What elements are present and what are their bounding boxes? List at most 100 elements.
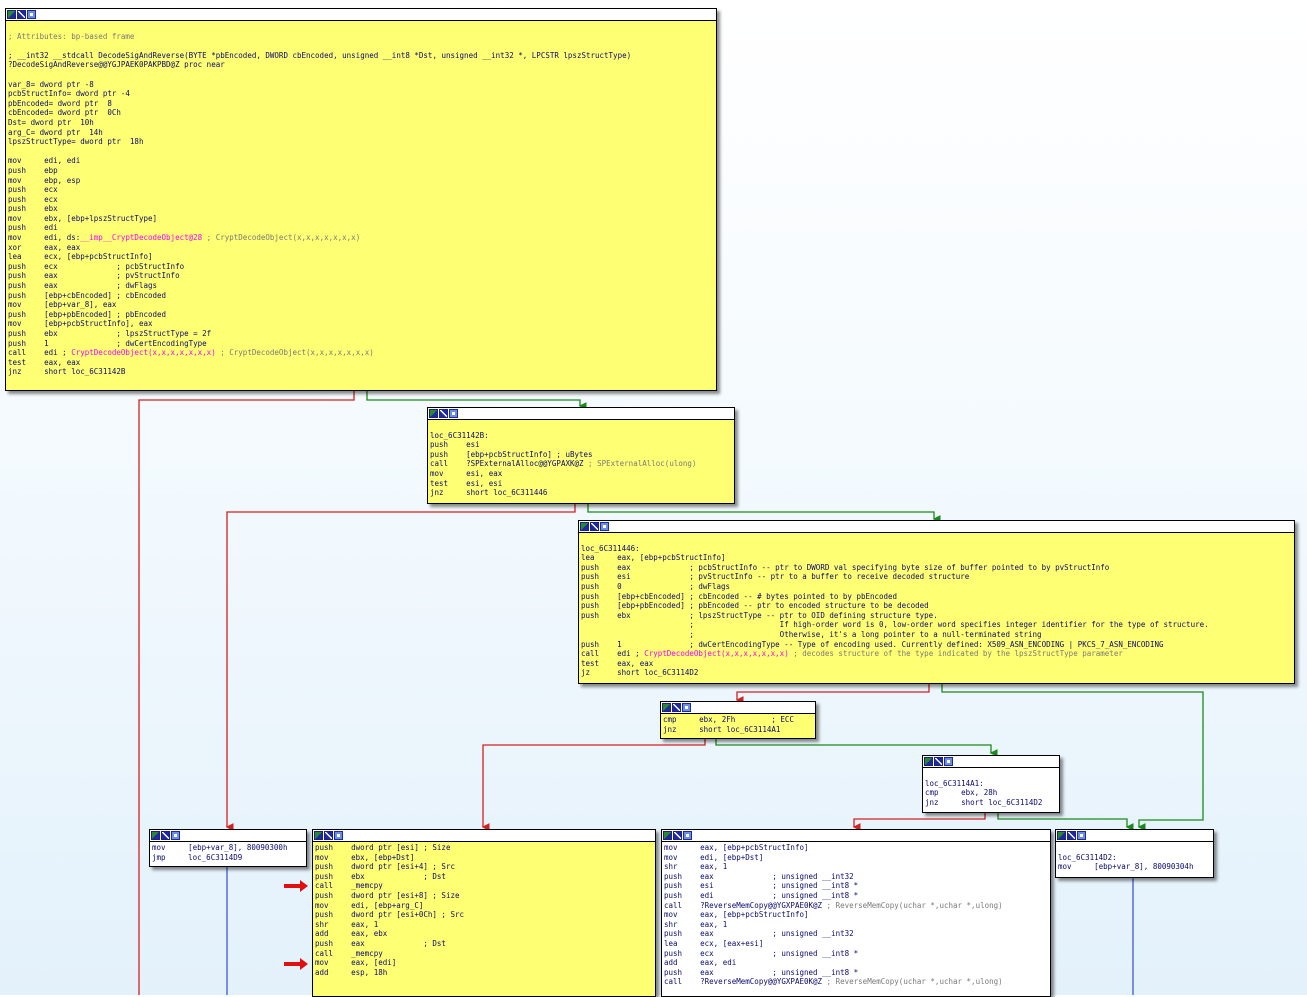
asm-line[interactable]: push [ebp+pbEncoded] ; pbEncoded -- ptr …	[581, 601, 1292, 611]
asm-line[interactable]: push [ebp+cbEncoded] ; cbEncoded -- # by…	[581, 592, 1292, 602]
asm-line[interactable]: push ebx ; lpszStructType = 2f	[8, 329, 714, 339]
asm-line[interactable]: test esi, esi	[430, 479, 732, 489]
asm-line[interactable]: jnz short loc_6C31142B	[8, 367, 714, 377]
graph-group-icon[interactable]	[334, 831, 343, 840]
asm-line[interactable]: push dword ptr [esi+8] ; Size	[315, 891, 653, 901]
graph-color-icon[interactable]	[924, 757, 933, 766]
asm-line[interactable]: mov ebx, [ebp+lpszStructType]	[8, 214, 714, 224]
node-titlebar[interactable]	[661, 702, 815, 714]
asm-line[interactable]: call edi ; CryptDecodeObject(x,x,x,x,x,x…	[581, 649, 1292, 659]
asm-line[interactable]: mov ebx, [ebp+Dst]	[315, 853, 653, 863]
graph-color-icon[interactable]	[7, 10, 16, 19]
graph-group-icon[interactable]	[682, 703, 691, 712]
asm-line[interactable]: loc_6C3114A1:	[925, 779, 1057, 789]
asm-line[interactable]	[925, 769, 1057, 779]
asm-line[interactable]: add esp, 18h	[315, 968, 653, 978]
asm-line[interactable]: loc_6C31142B:	[430, 431, 732, 441]
asm-line[interactable]: push esi	[430, 440, 732, 450]
graph-edit-icon[interactable]	[17, 10, 26, 19]
asm-line[interactable]: mov edi, [ebp+arg_C]	[315, 901, 653, 911]
graph-edit-icon[interactable]	[161, 831, 170, 840]
asm-line[interactable]	[430, 421, 732, 431]
asm-line[interactable]: mov [ebp+var_8], 80090304h	[1058, 862, 1211, 872]
asm-line[interactable]	[8, 147, 714, 157]
asm-line[interactable]	[8, 70, 714, 80]
asm-line[interactable]: mov edi, edi	[8, 156, 714, 166]
asm-line[interactable]: jnz short loc_6C3114A1	[663, 725, 813, 735]
asm-line[interactable]: mov edi, [ebp+Dst]	[664, 853, 1048, 863]
asm-line[interactable]: push eax ; Dst	[315, 939, 653, 949]
node-titlebar[interactable]	[1056, 830, 1213, 842]
node-titlebar[interactable]	[579, 521, 1294, 533]
graph-edit-icon[interactable]	[934, 757, 943, 766]
asm-line[interactable]: push edi ; unsigned __int8 *	[664, 891, 1048, 901]
asm-line[interactable]: push edi	[8, 223, 714, 233]
asm-line[interactable]: jz short loc_6C3114D2	[581, 668, 1292, 678]
code-block-reverse-mem-copy[interactable]: mov eax, [ebp+pcbStructInfo]mov edi, [eb…	[661, 829, 1051, 997]
asm-line[interactable]: ?DecodeSigAndReverse@@YGJPAEK0PAKPBD@Z p…	[8, 60, 714, 70]
asm-line[interactable]: shr eax, 1	[315, 920, 653, 930]
graph-group-icon[interactable]	[27, 10, 36, 19]
asm-line[interactable]: push ebx	[8, 204, 714, 214]
asm-line[interactable]: lea ecx, [eax+esi]	[664, 939, 1048, 949]
asm-line[interactable]: xor eax, eax	[8, 243, 714, 253]
asm-line[interactable]: push ecx	[8, 195, 714, 205]
graph-edit-icon[interactable]	[672, 703, 681, 712]
asm-line[interactable]: mov [ebp+var_8], 80090300h	[152, 843, 304, 853]
node-titlebar[interactable]	[150, 830, 306, 842]
asm-line[interactable]: push esi ; pvStructInfo -- ptr to a buff…	[581, 572, 1292, 582]
asm-line[interactable]: jmp loc_6C3114D9	[152, 853, 304, 863]
graph-color-icon[interactable]	[1057, 831, 1066, 840]
asm-line[interactable]: push ebx ; lpszStructType -- ptr to OID …	[581, 611, 1292, 621]
asm-line[interactable]: mov eax, [edi]	[315, 958, 653, 968]
graph-color-icon[interactable]	[314, 831, 323, 840]
asm-line[interactable]: call ?SPExternalAlloc@@YGPAXK@Z ; SPExte…	[430, 459, 732, 469]
asm-line[interactable]: jnz short loc_6C311446	[430, 488, 732, 498]
graph-color-icon[interactable]	[663, 831, 672, 840]
asm-line[interactable]: push eax ; unsigned __int32	[664, 872, 1048, 882]
graph-edit-icon[interactable]	[439, 409, 448, 418]
asm-line[interactable]: add eax, edi	[664, 958, 1048, 968]
asm-line[interactable]: pbEncoded= dword ptr 8	[8, 99, 714, 109]
node-titlebar[interactable]	[662, 830, 1050, 842]
asm-line[interactable]: call edi ; CryptDecodeObject(x,x,x,x,x,x…	[8, 348, 714, 358]
asm-line[interactable]: push [ebp+pcbStructInfo] ; uBytes	[430, 450, 732, 460]
asm-line[interactable]: mov eax, [ebp+pcbStructInfo]	[664, 843, 1048, 853]
asm-line[interactable]: lea eax, [ebp+pcbStructInfo]	[581, 553, 1292, 563]
asm-line[interactable]: cmp ebx, 2Fh ; ECC	[663, 715, 813, 725]
asm-line[interactable]: cmp ebx, 28h	[925, 788, 1057, 798]
graph-edit-icon[interactable]	[673, 831, 682, 840]
asm-line[interactable]: push eax ; pvStructInfo	[8, 271, 714, 281]
asm-line[interactable]: push 0 ; dwFlags	[581, 582, 1292, 592]
asm-line[interactable]: arg_C= dword ptr 14h	[8, 128, 714, 138]
function-ref[interactable]: __imp__CryptDecodeObject@28	[80, 233, 203, 243]
function-ref[interactable]: CryptDecodeObject(x,x,x,x,x,x,x)	[71, 348, 216, 358]
asm-line[interactable]: ; Attributes: bp-based frame	[8, 32, 714, 42]
asm-line[interactable]: push eax ; unsigned __int32	[664, 929, 1048, 939]
node-titlebar[interactable]	[428, 408, 734, 420]
asm-line[interactable]: jnz short loc_6C3114D2	[925, 798, 1057, 808]
graph-color-icon[interactable]	[429, 409, 438, 418]
asm-line[interactable]: loc_6C3114D2:	[1058, 853, 1211, 863]
graph-edit-icon[interactable]	[590, 522, 599, 531]
asm-line[interactable]: mov [ebp+var_8], eax	[8, 300, 714, 310]
asm-line[interactable]: call ?ReverseMemCopy@@YGXPAE0K@Z ; Rever…	[664, 901, 1048, 911]
asm-line[interactable]: cbEncoded= dword ptr 0Ch	[8, 108, 714, 118]
asm-line[interactable]: shr eax, 1	[664, 862, 1048, 872]
asm-line[interactable]: push dword ptr [esi+0Ch] ; Src	[315, 910, 653, 920]
asm-line[interactable]: mov edi, ds:__imp__CryptDecodeObject@28 …	[8, 233, 714, 243]
asm-line[interactable]: var_8= dword ptr -8	[8, 80, 714, 90]
asm-line[interactable]: lpszStructType= dword ptr 18h	[8, 137, 714, 147]
asm-line[interactable]: push ecx ; unsigned __int8 *	[664, 949, 1048, 959]
asm-line[interactable]: push [ebp+cbEncoded] ; cbEncoded	[8, 291, 714, 301]
graph-color-icon[interactable]	[662, 703, 671, 712]
asm-line[interactable]: push eax ; unsigned __int8 *	[664, 968, 1048, 978]
asm-line[interactable]: push eax ; dwFlags	[8, 281, 714, 291]
graph-group-icon[interactable]	[944, 757, 953, 766]
asm-line[interactable]: push eax ; pcbStructInfo -- ptr to DWORD…	[581, 563, 1292, 573]
asm-line[interactable]: call _memcpy	[315, 949, 653, 959]
asm-line[interactable]: push 1 ; dwCertEncodingType	[8, 339, 714, 349]
